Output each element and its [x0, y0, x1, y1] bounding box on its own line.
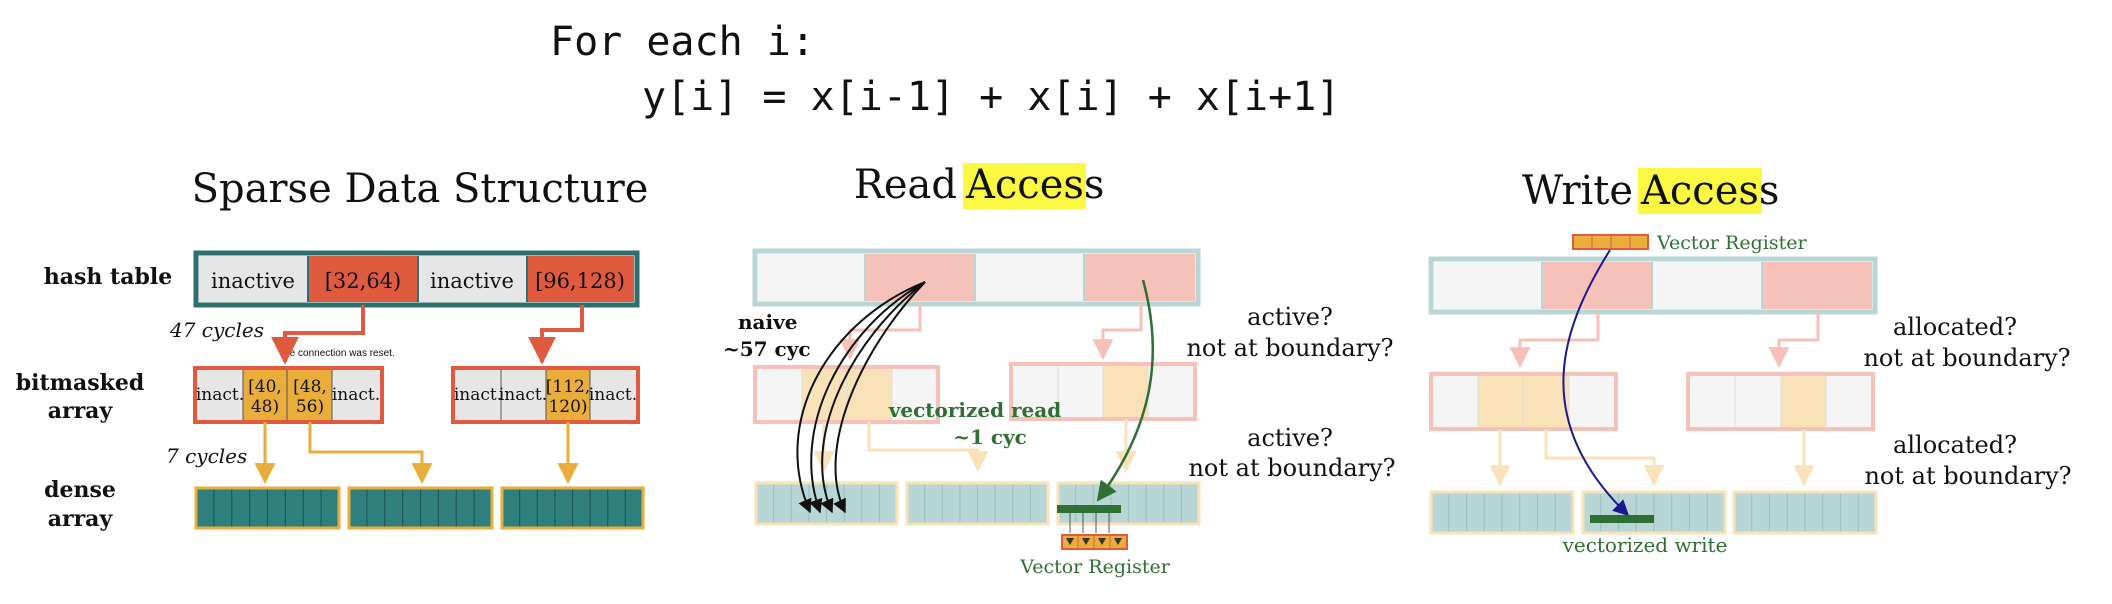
title-highlight: [1638, 168, 1762, 214]
bitmask-cell-label: inact.: [499, 385, 547, 405]
read-pale-arrow: [867, 422, 989, 473]
cycles-hash: 47 cycles: [169, 318, 264, 342]
read-question-2b: not at boundary?: [1188, 454, 1395, 482]
read-dense-array: [905, 481, 1050, 526]
vectorized-read-cycles: ~1 cyc: [953, 425, 1027, 449]
write-pale-arrow: [1509, 312, 1600, 369]
label-dense-array: array: [48, 506, 114, 532]
code-block: For each i: y[i] = x[i-1] + x[i] + x[i+1…: [550, 19, 1340, 120]
read-dense-array: [754, 481, 899, 526]
arrow-hash-to-bitmask-left: [271, 305, 365, 365]
naive-read-arrow: [833, 281, 926, 514]
write-dense-array: [1581, 490, 1727, 535]
naive-read-arrow: [820, 281, 926, 514]
title-highlight: [963, 163, 1086, 209]
write-mid-array-left: [1429, 372, 1618, 431]
hash-cell-label: [32,64): [325, 269, 402, 293]
write-question-1b: not at boundary?: [1863, 344, 2070, 372]
read-question-1b: not at boundary?: [1186, 334, 1393, 362]
write-dense-array: [1429, 490, 1575, 535]
panel-sparse-data-structure: Sparse Data Structure hash table bitmask…: [16, 166, 649, 532]
bitmasked-array-right: inact. inact. [112, 120) inact.: [451, 366, 640, 424]
bitmask-cell-label: inact.: [454, 385, 502, 405]
code-line-1: For each i:: [550, 19, 815, 65]
read-title-highlight: Access: [965, 162, 1104, 208]
read-vector-register-label: Vector Register: [1019, 556, 1170, 578]
write-title-highlight: Access: [1640, 168, 1779, 214]
naive-read-arrow: [796, 281, 926, 514]
arrow-bitmask-to-dense: [308, 422, 433, 485]
bitmask-cell-label: [112,: [546, 377, 590, 397]
label-hash-table: hash table: [44, 264, 172, 290]
write-bottom-arrays: [1429, 490, 1878, 535]
code-line-2: y[i] = x[i-1] + x[i] + x[i+1]: [642, 74, 1340, 120]
bitmask-cell-label: 56): [296, 397, 324, 417]
vector-load-bar: [1057, 505, 1121, 513]
write-dense-array: [1732, 490, 1878, 535]
bitmask-cell-label: inact.: [196, 385, 244, 405]
bitmask-cell-label: inact.: [589, 385, 637, 405]
read-pale-arrow: [1092, 304, 1143, 361]
write-title: Write: [1522, 168, 1633, 214]
hash-table: inactive [32,64) inactive [96,128): [193, 250, 640, 308]
bitmask-cell-label: inact.: [332, 385, 380, 405]
write-pale-arrow: [1768, 312, 1820, 369]
hash-cell-label: inactive: [211, 269, 295, 293]
vectorized-write-arrow: [1562, 249, 1630, 517]
read-dense-array: [1056, 481, 1201, 526]
dense-arrays: [194, 486, 645, 530]
hash-cell-label: inactive: [430, 269, 514, 293]
write-question-1a: allocated?: [1893, 313, 2017, 341]
error-note: The connection was reset.: [278, 348, 395, 359]
bitmask-cell-label: [40,: [248, 377, 282, 397]
label-dense: dense: [44, 477, 116, 503]
read-question-2a: active?: [1247, 424, 1333, 452]
write-pale-arrow: [1544, 429, 1665, 487]
label-bitmasked-array: array: [48, 398, 114, 424]
hash-cell: [199, 256, 308, 302]
bitmask-cell-label: 48): [251, 397, 279, 417]
hash-cell: [418, 256, 527, 302]
dense-array: [500, 486, 645, 530]
bitmasked-array-left: inact. [40, 48) [48, 56) inact.: [193, 366, 384, 424]
dense-array: [194, 486, 341, 530]
dense-array: [347, 486, 494, 530]
panel-read-access: Read Access: [723, 162, 1396, 578]
vector-store-bar: [1590, 515, 1654, 523]
write-top-array: [1428, 256, 1878, 315]
read-question-1a: active?: [1247, 303, 1333, 331]
hash-cell: [308, 256, 418, 302]
vectorized-write-label: vectorized write: [1562, 533, 1728, 557]
vectorized-read-label: vectorized read: [888, 398, 1061, 422]
read-title: Read: [854, 162, 957, 208]
read-top-array: [752, 248, 1201, 307]
bitmask-cell-label: [48,: [293, 377, 327, 397]
read-mid-array-left: [753, 365, 940, 424]
naive-read-arrow: [809, 281, 926, 514]
read-vector-register: [1061, 534, 1128, 550]
write-mid-array-right: [1686, 372, 1875, 431]
read-bottom-arrays: [754, 481, 1201, 526]
bitmask-cell-label: 120): [548, 397, 587, 417]
write-vector-register-label: Vector Register: [1656, 232, 1807, 254]
panel-write-access: Write Access Vector Register: [1428, 168, 2072, 557]
naive-label: naive: [738, 310, 797, 334]
cycles-bitmask: 7 cycles: [166, 444, 247, 468]
hash-cell: [527, 256, 634, 302]
write-vector-register: [1572, 234, 1649, 250]
naive-cycles: ~57 cyc: [723, 337, 811, 361]
vectorized-read-arrow: [1096, 279, 1155, 502]
arrow-hash-to-bitmask-right: [528, 305, 584, 365]
write-question-2a: allocated?: [1893, 431, 2017, 459]
read-mid-array-right: [1009, 362, 1197, 421]
hash-cell-label: [96,128): [535, 269, 625, 293]
sparse-title: Sparse Data Structure: [192, 166, 649, 212]
write-question-2b: not at boundary?: [1864, 462, 2071, 490]
label-bitmasked: bitmasked: [16, 370, 144, 396]
